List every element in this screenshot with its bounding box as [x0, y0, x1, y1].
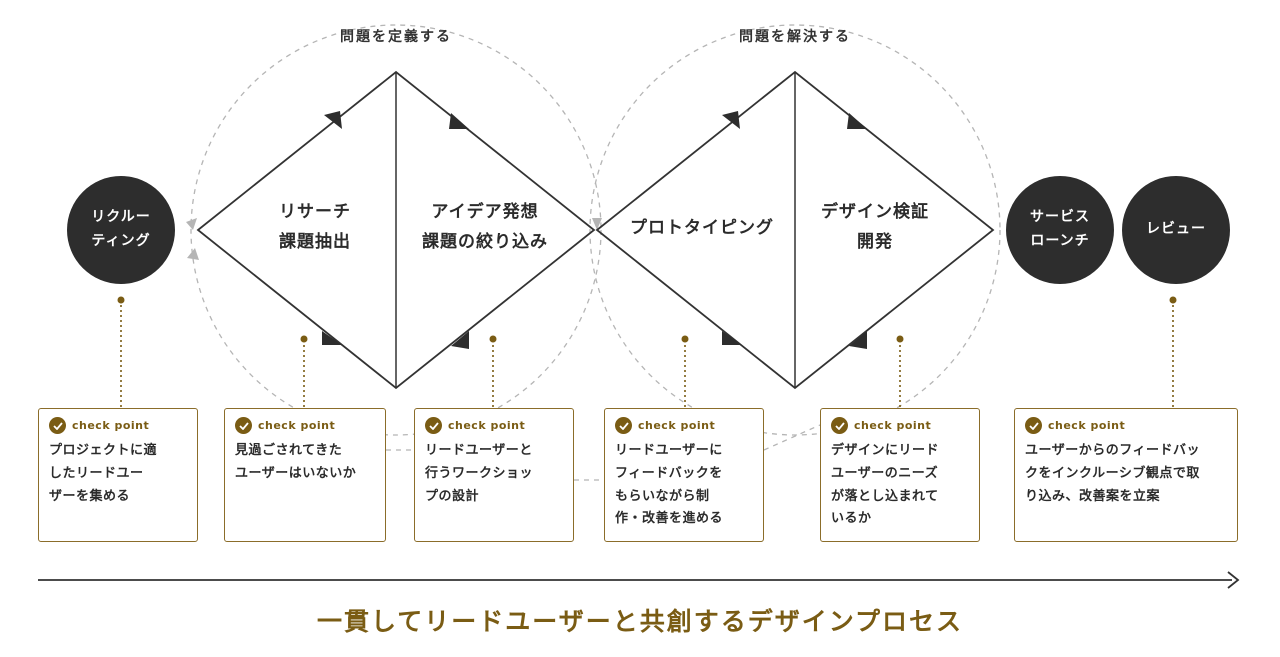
edge-arrow-3	[322, 331, 342, 345]
solve-diamond	[595, 70, 995, 390]
checkpoint-card-3: check point リードユーザーと行うワークショップの設計	[414, 408, 574, 542]
stage-recruiting-line2: ティング	[91, 233, 151, 249]
diamond-label-validation-line1: デザイン検証	[821, 202, 929, 222]
stage-launch-line2: ローンチ	[1030, 233, 1090, 249]
leader-dot-6	[1169, 296, 1177, 304]
diamond-label-prototyping-line1: プロトタイピング	[630, 218, 774, 238]
process-title: 一貫してリードユーザーと共創するデザインプロセス	[316, 607, 963, 636]
phase-solve-label: 問題を解決する	[739, 29, 851, 45]
checkpoint-text: プロジェクトに適したリードユーザーを集める	[49, 443, 158, 504]
checkpoint-title: check point	[854, 419, 932, 432]
checkpoint-title: check point	[258, 419, 336, 432]
stage-launch: サービス ローンチ	[1006, 176, 1114, 284]
edge-arrow-5	[722, 111, 740, 129]
edge-arrow-1	[324, 111, 342, 129]
solve-dashed-circle	[589, 24, 1001, 436]
diamond-label-research: リサーチ 課題抽出	[255, 198, 375, 258]
check-circle-icon	[615, 417, 632, 434]
dashed-connector-3	[763, 424, 821, 451]
edge-arrow-4	[451, 331, 469, 349]
phase-define-label: 問題を定義する	[340, 29, 452, 45]
checkpoint-card-1: check point プロジェクトに適したリードユーザーを集める	[38, 408, 198, 542]
edge-arrow-6	[847, 113, 867, 129]
check-circle-icon	[1025, 417, 1042, 434]
checkpoint-card-2: check point 見過ごされてきたユーザーはいないか	[224, 408, 386, 542]
dashed-arrow-left-top	[186, 218, 197, 230]
checkpoint-text: リードユーザーにフィードバックをもらいながら制作・改善を進める	[615, 443, 724, 527]
stage-launch-line1: サービス	[1030, 209, 1090, 226]
checkpoint-card-6: check point ユーザーからのフィードバックをインクルーシブ観点で取り込…	[1014, 408, 1238, 542]
check-circle-icon	[235, 417, 252, 434]
leader-dot-5	[896, 335, 904, 343]
stage-recruiting: リクルー ティング	[67, 176, 175, 284]
checkpoint-text: リードユーザーと行うワークショップの設計	[425, 443, 534, 504]
diamond-label-ideation: アイデア発想 課題の絞り込み	[400, 198, 570, 258]
checkpoint-title: check point	[1048, 419, 1126, 432]
dashed-arrow-left-bottom	[187, 248, 199, 260]
leader-dot-3	[489, 335, 497, 343]
checkpoint-text: デザインにリードユーザーのニーズが落とし込まれているか	[831, 443, 940, 527]
diamond-label-research-line1: リサーチ	[279, 202, 351, 222]
diamond-label-validation: デザイン検証 開発	[805, 198, 945, 258]
check-circle-icon	[425, 417, 442, 434]
stage-recruiting-line1: リクルー	[91, 209, 151, 226]
checkpoint-text: 見過ごされてきたユーザーはいないか	[235, 443, 357, 481]
stage-review: レビュー	[1122, 176, 1230, 284]
stage-review-line1: レビュー	[1146, 221, 1206, 238]
arrow-right-icon	[1227, 571, 1240, 589]
edge-arrow-7	[722, 331, 742, 345]
diamond-label-research-line2: 課題抽出	[279, 231, 351, 252]
edge-arrow-2	[449, 113, 469, 129]
diamond-label-ideation-line1: アイデア発想	[431, 202, 539, 222]
define-diamond	[196, 70, 596, 390]
edge-arrow-8	[849, 331, 867, 349]
leader-dot-4	[681, 335, 689, 343]
diamond-label-prototyping: プロトタイピング	[612, 214, 792, 244]
dashed-arrow-center	[592, 218, 602, 230]
checkpoint-title: check point	[448, 419, 526, 432]
checkpoint-card-4: check point リードユーザーにフィードバックをもらいながら制作・改善を…	[604, 408, 764, 542]
checkpoint-card-5: check point デザインにリードユーザーのニーズが落とし込まれているか	[820, 408, 980, 542]
checkpoint-title: check point	[638, 419, 716, 432]
check-circle-icon	[831, 417, 848, 434]
leader-dot-1	[117, 296, 125, 304]
diamond-label-validation-line2: 開発	[857, 231, 893, 252]
define-dashed-circle	[190, 24, 602, 436]
diamond-label-ideation-line2: 課題の絞り込み	[422, 231, 548, 252]
checkpoint-title: check point	[72, 419, 150, 432]
leader-dot-2	[300, 335, 308, 343]
checkpoint-text: ユーザーからのフィードバックをインクルーシブ観点で取り込み、改善案を立案	[1025, 443, 1200, 504]
check-circle-icon	[49, 417, 66, 434]
